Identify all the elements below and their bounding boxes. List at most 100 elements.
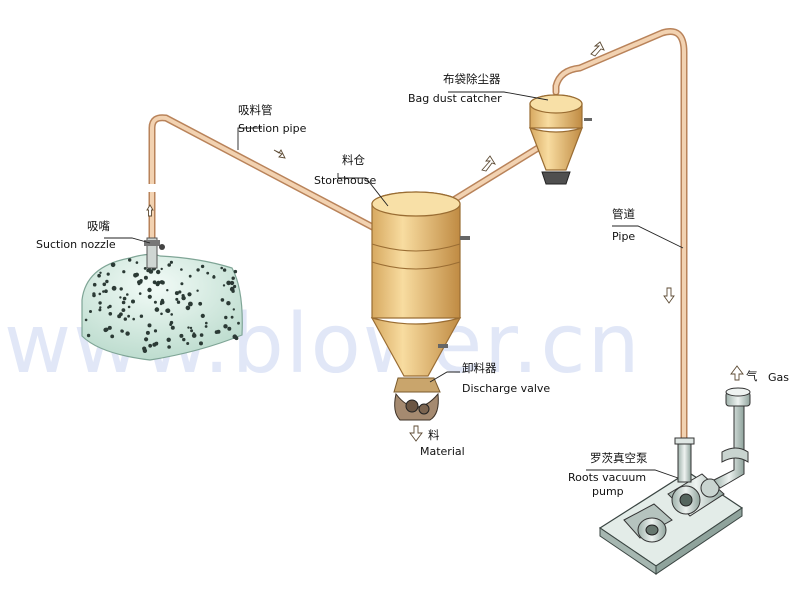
heap-particle bbox=[133, 273, 138, 278]
heap-particle bbox=[147, 323, 152, 328]
heap-particle bbox=[110, 334, 115, 339]
heap-particle bbox=[153, 300, 157, 304]
heap-particle bbox=[185, 305, 191, 311]
heap-particle bbox=[135, 261, 139, 264]
suction-pipe bbox=[147, 114, 386, 242]
heap-particle bbox=[102, 282, 107, 287]
leader-roots-pump bbox=[586, 469, 679, 479]
flow-arrow-pipe-down bbox=[663, 287, 675, 304]
heap-particle bbox=[143, 275, 148, 280]
storehouse bbox=[370, 191, 470, 377]
heap-particle bbox=[123, 317, 128, 321]
heap-particle bbox=[186, 342, 190, 345]
heap-particle bbox=[224, 315, 228, 320]
heap-particle bbox=[98, 308, 102, 312]
heap-particle bbox=[160, 312, 163, 316]
leader-storehouse bbox=[337, 173, 389, 207]
heap-particle bbox=[139, 314, 144, 318]
heap-particle bbox=[198, 301, 203, 306]
heap-particle bbox=[148, 269, 154, 274]
heap-particle bbox=[92, 282, 97, 287]
heap-particle bbox=[196, 268, 200, 272]
heap-particle bbox=[178, 290, 182, 294]
heap-particle bbox=[230, 315, 234, 319]
heap-particle bbox=[155, 282, 160, 287]
heap-particle bbox=[99, 271, 102, 274]
suction-nozzle bbox=[144, 237, 165, 269]
heap-particle bbox=[128, 258, 132, 262]
return-pipe bbox=[552, 28, 688, 444]
material-heap bbox=[81, 253, 243, 361]
heap-particle bbox=[226, 301, 231, 306]
heap-particle bbox=[233, 284, 237, 289]
heap-particle bbox=[86, 333, 91, 338]
heap-particle bbox=[122, 296, 127, 301]
heap-particle bbox=[97, 273, 101, 278]
heap-particle bbox=[205, 321, 208, 325]
heap-particle bbox=[166, 289, 169, 292]
heap-particle bbox=[89, 310, 92, 313]
heap-particle bbox=[160, 267, 163, 271]
discharge-valve-label-en: Discharge valve bbox=[462, 382, 550, 395]
heap-particle bbox=[190, 329, 194, 333]
heap-particle bbox=[119, 312, 123, 317]
heap-particle bbox=[175, 297, 179, 301]
heap-particle bbox=[180, 282, 184, 286]
roots-pump-label-cn: 罗茨真空泵 bbox=[590, 451, 648, 465]
heap-particle bbox=[121, 300, 126, 305]
flow-arrow-suction-up bbox=[146, 204, 154, 217]
heap-particle bbox=[121, 308, 126, 312]
leader-lines bbox=[104, 91, 684, 479]
suction-nozzle-label-cn: 吸嘴 bbox=[87, 219, 110, 233]
heap-particle bbox=[227, 326, 232, 331]
material-label-cn: 料 bbox=[428, 428, 440, 442]
heap-particle bbox=[106, 272, 110, 276]
flow-arrow-material-down bbox=[409, 425, 423, 442]
material-label-en: Material bbox=[420, 445, 465, 458]
heap-particle bbox=[138, 292, 142, 295]
leader-discharge-valve bbox=[429, 371, 460, 383]
heap-particle bbox=[167, 263, 171, 267]
heap-particle bbox=[212, 275, 216, 279]
heap-particle bbox=[125, 331, 130, 336]
heap-particle bbox=[233, 269, 238, 274]
leader-suction-pipe bbox=[237, 127, 262, 150]
heap-particle bbox=[154, 307, 160, 312]
heap-particle bbox=[98, 301, 102, 305]
heap-particle bbox=[120, 329, 124, 333]
discharge-valve-label-cn: 卸料器 bbox=[462, 361, 497, 375]
heap-particle bbox=[166, 337, 171, 342]
heap-particle bbox=[188, 301, 193, 307]
heap-particle bbox=[180, 268, 183, 271]
heap-particle bbox=[181, 295, 186, 301]
heap-particle bbox=[204, 325, 208, 328]
heap-particle bbox=[144, 337, 149, 342]
heap-particle bbox=[231, 276, 235, 280]
heap-particle bbox=[104, 327, 109, 332]
heap-particle bbox=[169, 260, 173, 264]
heap-particle bbox=[98, 292, 102, 296]
heap-particle bbox=[200, 313, 205, 318]
heap-particle bbox=[137, 282, 141, 286]
heap-particle bbox=[167, 345, 171, 349]
gas-label-cn: 气 bbox=[746, 369, 758, 383]
heap-particle bbox=[160, 300, 165, 305]
gas-label-en: Gas bbox=[768, 371, 789, 384]
heap-particle bbox=[187, 292, 192, 297]
bag-dust-catcher-label-cn: 布袋除尘器 bbox=[443, 72, 501, 86]
heap-particle bbox=[170, 325, 175, 330]
heap-particle bbox=[127, 314, 130, 318]
storehouse-label-en: Storehouse bbox=[314, 174, 376, 187]
bag-dust-catcher-label-en: Bag dust catcher bbox=[408, 92, 502, 105]
heap-particle bbox=[226, 280, 231, 286]
heap-particle bbox=[119, 287, 123, 291]
heap-particle bbox=[196, 289, 199, 292]
heap-particle bbox=[92, 292, 96, 296]
heap-particle bbox=[199, 333, 204, 337]
heap-particle bbox=[187, 326, 190, 329]
heap-particle bbox=[148, 343, 153, 348]
suction-pipe-label-cn: 吸料管 bbox=[238, 103, 273, 117]
heap-particle bbox=[110, 262, 116, 268]
suction-pipe-label-en: Suction pipe bbox=[238, 122, 307, 135]
